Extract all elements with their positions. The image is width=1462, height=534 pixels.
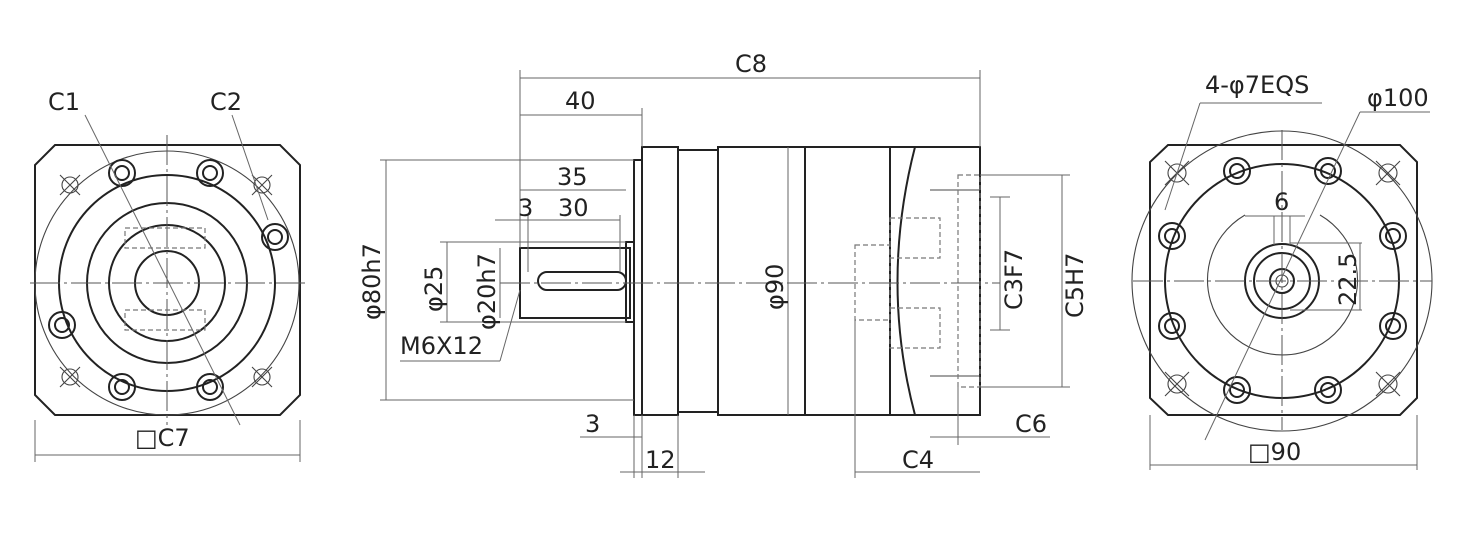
dim-35: 35 <box>557 163 588 191</box>
label-phi100: φ100 <box>1367 84 1429 112</box>
label-4-phi7-eqs: 4-φ7EQS <box>1205 71 1309 99</box>
dim-12: 12 <box>645 446 676 474</box>
label-m6x12: M6X12 <box>400 332 483 360</box>
bolt-holes <box>48 159 289 401</box>
rear-bolt-holes <box>1158 157 1407 404</box>
label-c2: C2 <box>210 88 242 116</box>
dim-40: 40 <box>565 87 596 115</box>
dim-22-5: 22.5 <box>1334 253 1362 306</box>
dim-phi20h7: φ20h7 <box>473 253 501 330</box>
dim-6: 6 <box>1274 188 1289 216</box>
label-square-c7: □C7 <box>135 424 190 452</box>
dim-c4: C4 <box>902 446 934 474</box>
rear-view: 4-φ7EQS φ100 6 22.5 □90 <box>1131 71 1433 470</box>
dim-30: 30 <box>558 194 589 222</box>
dim-3-pilot: 3 <box>585 410 600 438</box>
rear-mount-holes <box>1164 160 1401 397</box>
dim-phi90: φ90 <box>761 264 789 310</box>
dim-phi80h7: φ80h7 <box>358 243 386 320</box>
label-square-90: □90 <box>1248 438 1301 466</box>
front-view: C1 C2 □C7 <box>30 88 305 462</box>
side-view: C8 40 35 3 30 φ25 φ20h7 φ80h7 M6X12 φ90 … <box>358 50 1089 478</box>
dim-phi25: φ25 <box>420 266 448 312</box>
mount-holes <box>59 174 273 388</box>
dim-c3f7: C3F7 <box>1000 249 1028 310</box>
dim-c6: C6 <box>1015 410 1047 438</box>
dim-c8: C8 <box>735 50 767 78</box>
dim-3-shaft: 3 <box>518 194 533 222</box>
dim-c5h7: C5H7 <box>1061 253 1089 318</box>
label-c1: C1 <box>48 88 80 116</box>
